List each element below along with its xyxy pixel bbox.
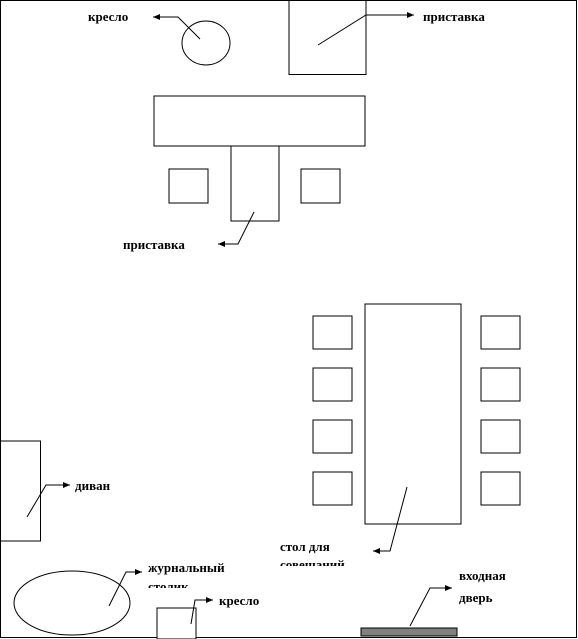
meeting-table-label-line1: стол для <box>280 539 330 554</box>
armchair-bottom-label: кресло <box>219 593 259 608</box>
coffee-table <box>13 570 131 636</box>
armchair-top-label: кресло <box>88 9 128 24</box>
coffee-table-label-line1: журнальный <box>148 560 225 575</box>
desk-chair-right <box>300 168 341 204</box>
coffee-table-label-clip: журнальный столик <box>148 560 225 594</box>
entrance-door-label-line2: дверь <box>459 590 493 605</box>
meeting-table-label-line2: совещаний <box>280 557 345 572</box>
sofa <box>0 440 41 542</box>
side-table-top-label: приставка <box>423 9 485 24</box>
meeting-chair-left-3 <box>312 419 353 454</box>
meeting-chair-right-3 <box>480 419 521 454</box>
coffee-table-arrow <box>108 569 142 607</box>
armchair-top-arrow <box>153 14 201 40</box>
armchair-bottom-arrow <box>190 597 213 625</box>
meeting-chair-left-1 <box>312 315 353 350</box>
coffee-table-label-line2: столик <box>148 579 189 594</box>
armchair-top <box>181 20 231 66</box>
meeting-chair-right-4 <box>480 471 521 506</box>
meeting-table-label-clip: стол для совещаний <box>280 539 345 572</box>
meeting-table-arrow <box>373 486 408 554</box>
meeting-chair-right-2 <box>480 367 521 402</box>
entrance-door-arrow <box>409 585 452 627</box>
side-table-desk-arrow <box>218 211 255 247</box>
entrance-door <box>360 627 458 637</box>
meeting-chair-left-4 <box>312 471 353 506</box>
side-table-desk-label: приставка <box>123 237 185 252</box>
side-table-top-arrow <box>317 12 414 46</box>
meeting-table <box>364 303 462 525</box>
armchair-bottom <box>156 607 197 639</box>
meeting-chair-left-2 <box>312 367 353 402</box>
side-table-desk <box>230 145 280 222</box>
desk <box>153 95 366 147</box>
entrance-door-label-line1: входная <box>459 568 506 583</box>
sofa-arrow <box>26 482 70 518</box>
sofa-label: диван <box>75 478 111 493</box>
meeting-chair-right-1 <box>480 315 521 350</box>
desk-chair-left <box>168 168 209 204</box>
side-table-top <box>288 0 367 75</box>
